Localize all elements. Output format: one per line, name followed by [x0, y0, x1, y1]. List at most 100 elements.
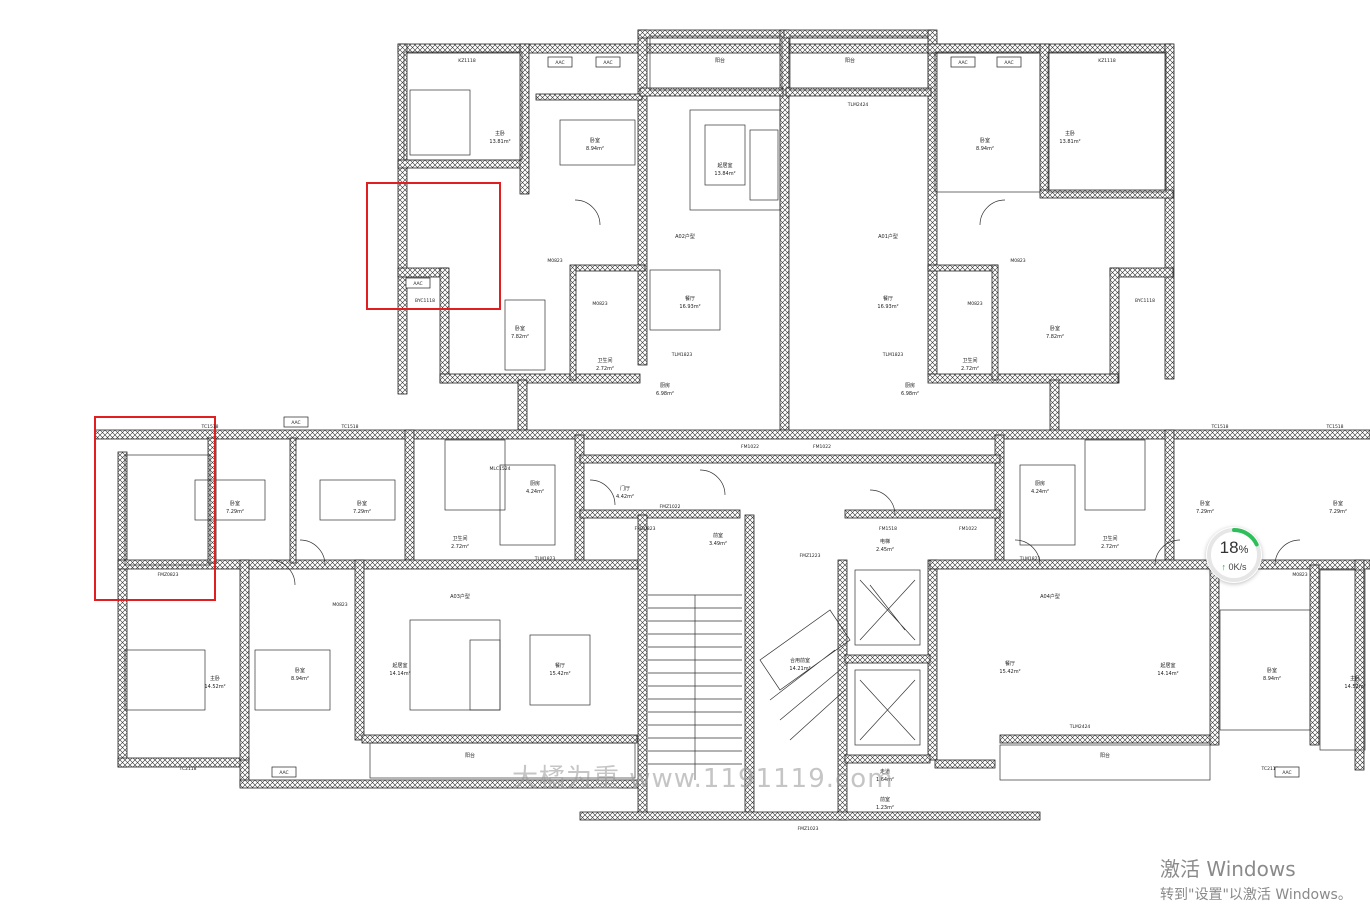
room-area: 14.52m²: [204, 684, 225, 690]
room-area: 15.42m²: [549, 671, 570, 677]
room-area: 13.81m²: [489, 139, 510, 145]
watermark-text: 大橘为重 www.1191119.com: [512, 764, 894, 794]
ac-tag: AAC: [291, 420, 300, 426]
room-area: 4.24m²: [526, 489, 544, 495]
tag: FMZ1022: [659, 504, 680, 510]
room-area: 7.82m²: [1046, 334, 1064, 340]
room-name: 卧室: [357, 500, 367, 507]
tag: TC1518: [200, 424, 218, 430]
tag: M0823: [332, 602, 347, 608]
room-name: 前室: [713, 532, 723, 539]
ac-tag: AAC: [603, 60, 612, 66]
room-name: 卧室: [1200, 500, 1210, 507]
room-name: 主卧: [1065, 130, 1075, 137]
tag: BYC1118: [415, 298, 435, 304]
ac-tag: AAC: [413, 281, 422, 287]
room-area: 7.29m²: [1329, 509, 1347, 515]
tag: FMZ0823: [634, 526, 655, 532]
room-name: 卧室: [1267, 667, 1277, 674]
tag: TLM1823: [1019, 556, 1041, 562]
room-area: 1.23m²: [876, 805, 894, 811]
room-area: 8.94m²: [291, 676, 309, 682]
tag: TLM2424: [1069, 724, 1091, 730]
room-name: 前室: [880, 796, 890, 803]
room-name: 阳台: [465, 752, 475, 759]
room-area: 16.93m²: [877, 304, 898, 310]
tag: M0823: [547, 258, 562, 264]
room-name: 卧室: [590, 137, 600, 144]
room-name: 卫生间: [597, 357, 612, 364]
window-door-tags: KZ1118 KZ1118 TC1518 TC1518 TC1518 TC151…: [157, 58, 1343, 832]
ac-tag: AAC: [1004, 60, 1013, 66]
room-name: 卫生间: [1102, 535, 1117, 542]
room-name: 厨房: [1035, 480, 1045, 487]
tag: FM1022: [959, 526, 977, 532]
room-area: 3.49m²: [709, 541, 727, 547]
room-area: 16.93m²: [679, 304, 700, 310]
tag: BYC1118: [1135, 298, 1155, 304]
unit-label: A01户型: [878, 233, 898, 240]
room-area: 14.14m²: [389, 671, 410, 677]
unit-labels: A02户型 A01户型 A03户型 A04户型: [450, 233, 1060, 600]
room-name: 餐厅: [685, 295, 695, 302]
tag: TLM1823: [534, 556, 556, 562]
room-name: 卧室: [295, 667, 305, 674]
ac-tag: AAC: [279, 770, 288, 776]
room-name: 卧室: [230, 500, 240, 507]
room-name: 走道: [880, 768, 890, 775]
network-speed-widget[interactable]: 18% ↑ 0K/s: [1206, 527, 1262, 583]
tag: TC1518: [1325, 424, 1343, 430]
room-name: 厨房: [530, 480, 540, 487]
room-area: 8.94m²: [976, 146, 994, 152]
activation-subtitle: 转到"设置"以激活 Windows。: [1160, 887, 1352, 903]
room-area: 14.52m²: [1344, 684, 1365, 690]
room-name: 餐厅: [1005, 660, 1015, 667]
room-name: 卧室: [980, 137, 990, 144]
tag: TLM1823: [882, 352, 904, 358]
room-area: 15.42m²: [999, 669, 1020, 675]
room-area: 14.21m²: [789, 666, 810, 672]
room-name: 电梯: [880, 538, 890, 545]
room-area: 14.14m²: [1157, 671, 1178, 677]
windows-activation-notice: 激活 Windows 转到"设置"以激活 Windows。: [1160, 853, 1352, 904]
tag: FMZ1023: [797, 826, 818, 832]
tag: TC1518: [340, 424, 358, 430]
tag: KZ1118: [1098, 58, 1116, 64]
room-name: 主卧: [495, 130, 505, 137]
room-area: 7.29m²: [353, 509, 371, 515]
highlight-box-bathroom-left: [94, 416, 216, 601]
highlight-box-bathroom-upper: [366, 182, 501, 310]
room-area: 13.81m²: [1059, 139, 1080, 145]
speed-readout: ↑ 0K/s: [1221, 562, 1247, 572]
unit-label: A03户型: [450, 593, 470, 600]
room-name: 餐厅: [555, 662, 565, 669]
room-area: 4.24m²: [1031, 489, 1049, 495]
room-name: 阳台: [715, 57, 725, 64]
room-area: 2.72m²: [596, 366, 614, 372]
room-name: 阳台: [845, 57, 855, 64]
room-name: 卧室: [515, 325, 525, 332]
room-name: 卫生间: [962, 357, 977, 364]
room-area: 8.94m²: [1263, 676, 1281, 682]
room-area: 6.98m²: [901, 391, 919, 397]
tag: M0823: [592, 301, 607, 307]
room-area: 7.82m²: [511, 334, 529, 340]
room-name: 起居室: [1160, 662, 1175, 669]
room-area: 4.42m²: [616, 494, 634, 500]
tag: TC2118: [178, 766, 196, 772]
tag: FMZ0823: [157, 572, 178, 578]
room-area: 2.72m²: [961, 366, 979, 372]
room-name: 卧室: [1050, 325, 1060, 332]
ac-tag: AAC: [958, 60, 967, 66]
tag: TC2118: [1260, 766, 1278, 772]
tag: M0823: [967, 301, 982, 307]
room-name: 门厅: [620, 485, 630, 492]
tag: FM1022: [813, 444, 831, 450]
tag: M0823: [1010, 258, 1025, 264]
tag: FM1022: [741, 444, 759, 450]
unit-label: A04户型: [1040, 593, 1060, 600]
walls: [94, 29, 1370, 821]
unit-label: A02户型: [675, 233, 695, 240]
room-area: 13.84m²: [714, 171, 735, 177]
